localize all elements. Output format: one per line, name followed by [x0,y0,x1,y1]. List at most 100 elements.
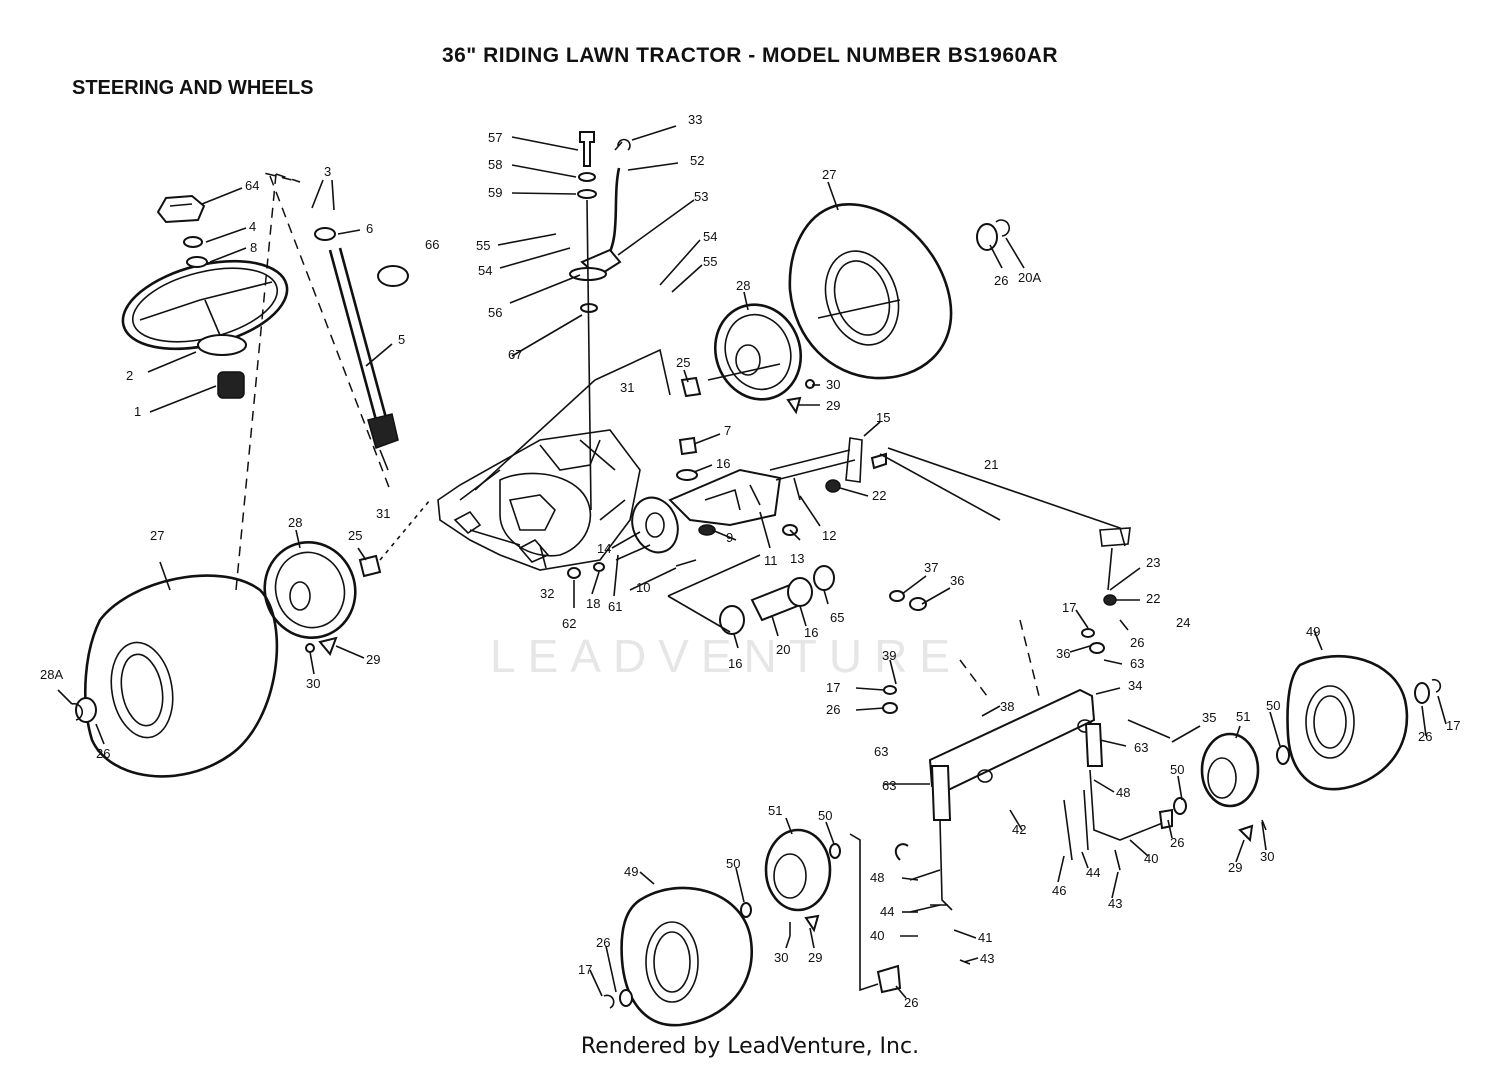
drag-link-15 [769,449,856,481]
callout-31b: 31 [376,506,390,521]
rear-tire-right [788,203,953,380]
callout-41: 41 [978,930,992,945]
callout-5: 5 [398,332,405,347]
callout-50: 50 [1266,698,1280,713]
callout-54b: 54 [703,229,717,244]
rear-rim-left [263,540,357,640]
washer-26 [976,223,998,251]
spindle-bushing-63b [1084,723,1104,767]
callout-37: 37 [924,560,938,575]
callout-22: 22 [872,488,886,503]
callout-25b: 25 [348,528,362,543]
leader-lines [57,125,1447,999]
callout-2: 2 [126,368,133,383]
callout-29d: 29 [808,950,822,965]
callout-27b: 27 [150,528,164,543]
callout-17b: 17 [826,680,840,695]
cotter-pin-48b [894,843,909,861]
callout-38: 38 [1000,699,1014,714]
callout-62: 62 [562,616,576,631]
callout-30d: 30 [774,950,788,965]
callout-26c: 26 [1130,635,1144,650]
callout-49: 49 [1306,624,1320,639]
callout-63: 63 [1130,656,1144,671]
callout-49b: 49 [624,864,638,879]
watermark: LEADVENTURE [490,630,962,682]
callout-26b: 26 [96,746,110,761]
callout-53: 53 [694,189,708,204]
nut-22b [1103,594,1117,606]
callout-26f: 26 [1170,835,1184,850]
bearing-50 [1276,745,1290,765]
callout-20a: 20A [1018,270,1041,285]
callout-23: 23 [1146,555,1160,570]
cotter-17d [603,994,615,1009]
callout-26d: 26 [826,702,840,717]
front-rim-right [1200,732,1260,808]
callout-48b: 48 [870,870,884,885]
callout-29c: 29 [1228,860,1242,875]
callout-50d: 50 [726,856,740,871]
washer-26d [882,702,898,714]
diagram-title: 36" RIDING LAWN TRACTOR - MODEL NUMBER B… [441,44,1059,67]
callout-44: 44 [1086,865,1100,880]
callout-26e: 26 [1418,729,1432,744]
callout-16b: 16 [804,625,818,640]
callout-42: 42 [1012,822,1026,837]
axle-bracket [668,436,782,527]
washer-62 [567,567,581,579]
washer-26g [619,989,633,1007]
callout-50c: 50 [818,808,832,823]
callout-66: 66 [425,237,439,252]
axle-spacer [719,565,835,635]
callout-31: 31 [620,380,634,395]
front-rim-left [764,828,832,912]
callout-59: 59 [488,185,502,200]
washer [186,256,208,268]
callout-51b: 51 [768,803,782,818]
callout-20: 20 [776,642,790,657]
cotter-17 [1081,628,1095,638]
callout-32: 32 [540,586,554,601]
washer-36b [1089,642,1105,654]
section-title: STEERING AND WHEELS [72,77,314,99]
e-ring [995,219,1011,237]
pin-17b [883,685,897,695]
callout-28: 28 [736,278,750,293]
callout-26h: 26 [904,995,918,1010]
cap-26h [876,964,902,994]
callout-15: 15 [876,410,890,425]
callout-63b: 63 [874,744,888,759]
callout-16: 16 [716,456,730,471]
callout-33: 33 [688,112,702,127]
valve-stem-29d [804,914,820,933]
bolt-35 [1127,719,1171,739]
callout-36b: 36 [1056,646,1070,661]
callout-30: 30 [826,377,840,392]
cotter-17c [1431,678,1442,693]
valve-stem-right-front [1238,824,1254,843]
callout-14: 14 [597,541,611,556]
spindle-bushing-63 [930,765,952,821]
callout-17: 17 [1062,600,1076,615]
callout-16c: 16 [728,656,742,671]
callout-27: 27 [822,167,836,182]
hair-pin [614,138,631,151]
bushing-25 [680,376,702,398]
valve [805,379,815,389]
callout-12: 12 [822,528,836,543]
callout-64: 64 [245,178,259,193]
nut-22 [825,479,841,493]
callout-43: 43 [1108,896,1122,911]
callout-48: 48 [1116,785,1130,800]
callout-29b: 29 [366,652,380,667]
callout-28a: 28A [40,667,63,682]
callout-26g: 26 [596,935,610,950]
steering-cap [156,194,206,224]
callout-50b: 50 [1170,762,1184,777]
callout-17d: 17 [578,962,592,977]
nut [183,236,203,248]
callout-7: 7 [724,423,731,438]
callout-29: 29 [826,398,840,413]
